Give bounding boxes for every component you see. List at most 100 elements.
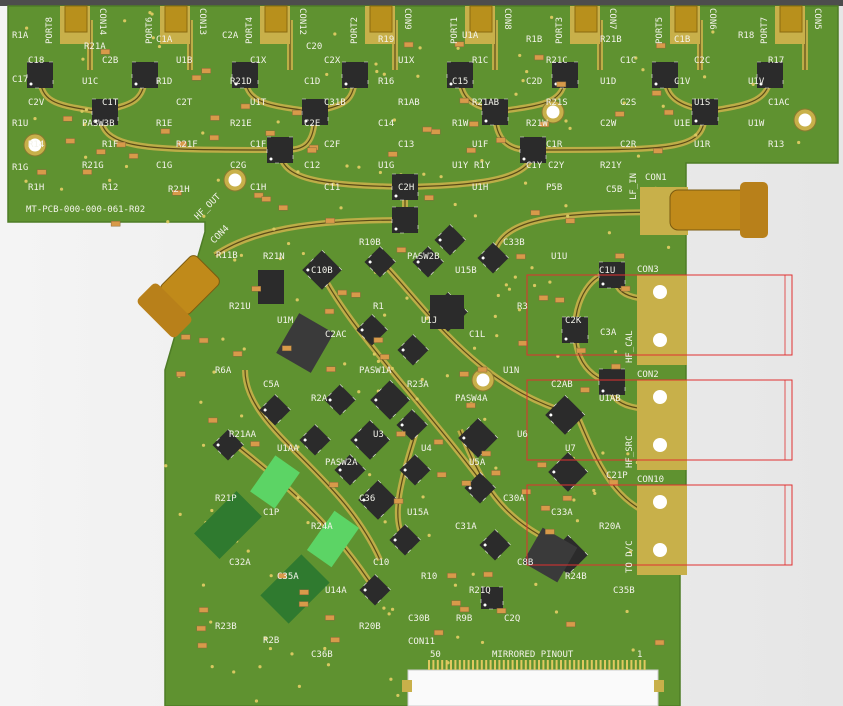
designator-label: R21U bbox=[229, 302, 251, 312]
passive-component bbox=[330, 637, 340, 643]
ic-chip[interactable] bbox=[561, 316, 589, 344]
designator-label: R2B bbox=[263, 636, 279, 646]
ic-chip[interactable] bbox=[391, 173, 419, 201]
ic-chip[interactable] bbox=[212, 429, 244, 461]
sma-connector-lf-in[interactable] bbox=[640, 182, 768, 238]
designator-label: R6A bbox=[215, 366, 232, 376]
via bbox=[390, 366, 394, 371]
ic-chip[interactable] bbox=[341, 61, 369, 89]
ic-chip[interactable] bbox=[259, 394, 291, 426]
side-connector-con2[interactable] bbox=[637, 380, 687, 470]
ic-chip[interactable] bbox=[547, 451, 589, 493]
ic-chip[interactable] bbox=[299, 424, 331, 456]
ic-chip[interactable] bbox=[480, 586, 504, 610]
ic-chip[interactable] bbox=[434, 224, 466, 256]
via bbox=[495, 334, 499, 338]
ic-chip[interactable] bbox=[464, 472, 496, 504]
ic-chip[interactable] bbox=[399, 454, 431, 486]
sma-connector-con5[interactable] bbox=[775, 5, 805, 44]
ic-body bbox=[399, 454, 431, 486]
side-connector-label: HF_CAL bbox=[625, 330, 635, 363]
sma-connector-hf-out[interactable] bbox=[136, 248, 227, 339]
designator-label: U4 bbox=[421, 444, 432, 454]
via bbox=[593, 491, 597, 496]
designator-label: C21P bbox=[606, 471, 628, 481]
sma-connector-con8[interactable] bbox=[465, 5, 495, 44]
con1-label: CON1 bbox=[645, 173, 667, 183]
ic-chip[interactable] bbox=[364, 246, 396, 278]
via bbox=[636, 154, 641, 158]
ic-chip[interactable] bbox=[756, 61, 784, 89]
ic-chip[interactable] bbox=[266, 136, 294, 164]
ffc-connector[interactable] bbox=[407, 669, 659, 706]
via bbox=[456, 635, 460, 639]
sma-connector-con7[interactable] bbox=[570, 5, 600, 44]
ffc-tab-right bbox=[654, 680, 664, 692]
ic-chip[interactable] bbox=[131, 61, 159, 89]
via bbox=[326, 663, 331, 667]
ic-chip[interactable] bbox=[334, 454, 366, 486]
designator-label: U1X bbox=[398, 56, 415, 66]
side-connector-con3[interactable] bbox=[637, 275, 687, 365]
passive-component bbox=[556, 81, 567, 88]
designator-label: R2A bbox=[311, 394, 328, 404]
ic-chip[interactable] bbox=[91, 98, 119, 126]
ic-chip[interactable] bbox=[301, 98, 329, 126]
designator-label: U1AA bbox=[277, 444, 299, 454]
passive-component bbox=[172, 190, 182, 196]
ic-chip[interactable] bbox=[446, 61, 474, 89]
ic-chip[interactable] bbox=[691, 98, 719, 126]
passive-component bbox=[430, 129, 441, 135]
ic-body bbox=[464, 472, 496, 504]
ic-chip[interactable] bbox=[651, 61, 679, 89]
ic-chip[interactable] bbox=[519, 136, 547, 164]
passive-component bbox=[96, 149, 106, 155]
ic-chip[interactable] bbox=[412, 246, 444, 278]
via bbox=[418, 46, 422, 50]
sma-connector-con14[interactable] bbox=[60, 5, 90, 44]
via bbox=[421, 495, 425, 499]
connector-keepout bbox=[526, 484, 793, 566]
ic-chip[interactable] bbox=[397, 334, 429, 366]
via bbox=[201, 583, 206, 587]
pin1-marker bbox=[481, 256, 485, 260]
passive-component bbox=[496, 608, 507, 614]
designator-label: U15B bbox=[455, 266, 477, 276]
pin1-marker bbox=[303, 438, 307, 442]
rf-trace-gap bbox=[214, 219, 406, 256]
via bbox=[405, 296, 409, 300]
connector-name-label: CON13 bbox=[197, 8, 207, 35]
ic-chip[interactable] bbox=[481, 98, 509, 126]
ic-chip[interactable] bbox=[324, 384, 356, 416]
via bbox=[702, 75, 707, 79]
via bbox=[246, 549, 250, 553]
ic-chip[interactable] bbox=[391, 206, 419, 234]
sma-connector-con6[interactable] bbox=[670, 5, 700, 44]
side-connector-con10[interactable] bbox=[637, 485, 687, 575]
via bbox=[178, 512, 182, 516]
via bbox=[513, 275, 517, 279]
ic-chip[interactable] bbox=[26, 61, 54, 89]
sma-connector-con12[interactable] bbox=[260, 5, 290, 44]
mcu-chip[interactable] bbox=[430, 295, 464, 329]
ic-chip[interactable] bbox=[231, 61, 259, 89]
ic-chip[interactable] bbox=[598, 368, 626, 396]
sma-connector-con9[interactable] bbox=[365, 5, 395, 44]
sma-connector-con13[interactable] bbox=[160, 5, 190, 44]
pin1-marker bbox=[94, 119, 98, 123]
ffc-pin bbox=[568, 660, 571, 670]
passive-component bbox=[180, 334, 191, 340]
via bbox=[286, 241, 291, 246]
passive-component bbox=[459, 371, 469, 377]
ic-chip[interactable] bbox=[544, 394, 586, 436]
ic-body bbox=[547, 451, 589, 493]
ffc-pin bbox=[445, 660, 448, 670]
passive-component bbox=[516, 253, 526, 260]
via bbox=[607, 231, 612, 235]
designator-label: U1AB bbox=[599, 394, 621, 404]
connector-port-label: PORT4 bbox=[245, 17, 255, 44]
ffc-pin bbox=[564, 660, 567, 670]
via bbox=[601, 451, 605, 455]
ic-chip[interactable] bbox=[477, 242, 509, 274]
